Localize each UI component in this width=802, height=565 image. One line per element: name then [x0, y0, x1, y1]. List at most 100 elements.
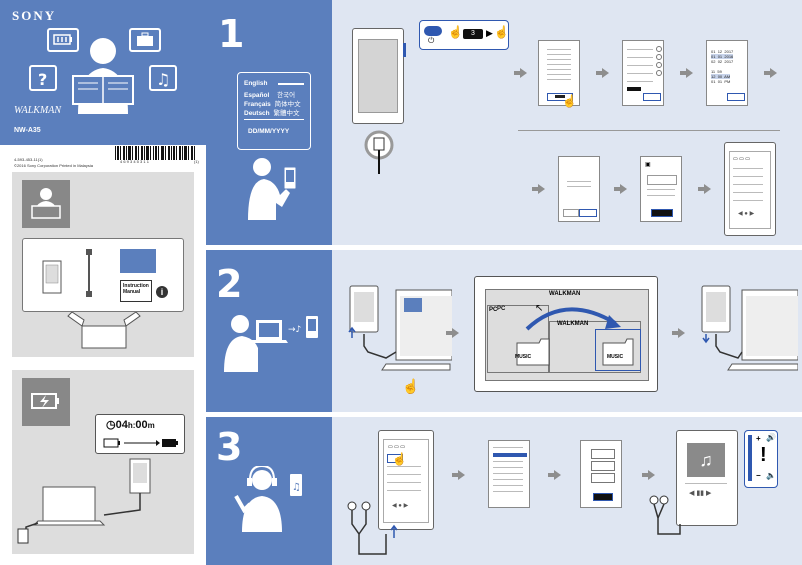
language-row-0: English [244, 80, 267, 87]
step3-number: 3 [216, 425, 243, 469]
tap-hand-icon: ☝ [562, 94, 577, 108]
flow-arrow [548, 470, 561, 480]
playback-controls: ◀ ▮▮ ▶ [689, 490, 712, 497]
album-art-music-note: ♫ [687, 443, 725, 477]
laptop-charging-illustration [17, 458, 151, 544]
arrow-icon: ▶ [486, 28, 493, 38]
hold-seconds-value: 3 [471, 30, 475, 37]
person-with-headphones-icon: ♫ [234, 466, 302, 532]
instruction-manual-thumbnail: Instruction Manual [120, 280, 152, 302]
drag-drop-screen: PC PC PC WALKMAN WALKMAN MUSIC MUSIC ↖ [474, 276, 658, 392]
charge-time-box: ◷04h:00m [95, 414, 185, 454]
language-row-3: Deutsch 繁體中文 [244, 110, 300, 117]
copyright: ©2016 Sony Corporation Printed in Malays… [14, 163, 93, 168]
song-list-screen [488, 440, 530, 508]
date-format: DD/MM/YYYY [248, 128, 290, 135]
cover-illustration: ? ♫ [29, 28, 177, 114]
walkman-window-label: WALKMAN [549, 291, 581, 297]
package-contents-box [22, 238, 184, 312]
battery-empty-to-full-icon [103, 438, 178, 448]
speaker-soft-icon: 🔈 [766, 471, 776, 480]
step3-player-home: ▭ ▭ ▭ ◀ ● ▶ [378, 430, 434, 530]
flow-arrow [680, 68, 693, 78]
flow-arrow [698, 184, 711, 194]
flow-arrow [764, 68, 777, 78]
model-name: NW-A35 [14, 127, 41, 134]
step3-headphones [649, 495, 681, 535]
language-bubble: English Español 한국어 Français 简体中文 Deutsc… [237, 72, 311, 150]
language-selected-bar [278, 83, 304, 85]
barcode [115, 146, 195, 160]
volume-plus: + [756, 434, 761, 443]
package-icon-tile [22, 180, 70, 228]
cursor-icon: ↖ [535, 303, 544, 314]
track-select-screen [580, 440, 622, 508]
music-folder-label-walkman: MUSIC [607, 354, 624, 360]
flow-arrow [642, 470, 655, 480]
language-english: English [244, 80, 268, 87]
license-screen [538, 40, 580, 106]
manual-label: Instruction Manual [123, 283, 149, 295]
drag-arrow [516, 307, 634, 366]
barcode-suffix: (1) [194, 159, 199, 164]
open-box-illustration [67, 312, 141, 349]
no-disassemble-icon [364, 130, 394, 174]
settings-list-screen [622, 40, 664, 106]
svg-text:?: ? [38, 70, 47, 89]
barcode-digits: 4 6 9 3 4 5 3 1 1 [120, 159, 149, 164]
walkman-folder-label: WALKMAN [557, 321, 589, 327]
pc-label-top: PC [489, 307, 498, 313]
flow-arrow [672, 328, 685, 338]
step2-disconnect-illustration [701, 285, 798, 371]
confirm-screen [558, 156, 600, 222]
flow-arrow [446, 328, 459, 338]
date-time-screen: 01 12 2017 01 01 2016 02 02 2017 11 59 1… [706, 40, 748, 106]
flow-arrow [596, 68, 609, 78]
volume-minus: − [756, 471, 761, 480]
power-button-callout: ⏻ ☝ 3 ▶ ☝ [419, 20, 509, 50]
flow-arrow [514, 68, 527, 78]
person-with-player-icon [248, 158, 297, 220]
power-icon: ⏻ [428, 36, 435, 45]
svg-text:♫: ♫ [292, 482, 301, 493]
press-hold-icon: ☝ [448, 25, 463, 39]
language-row-1: Español 한국어 [244, 92, 296, 99]
clock-icon: ◷ [106, 419, 116, 431]
hold-seconds-badge: 3 [463, 29, 483, 39]
step1-divider [518, 130, 780, 131]
now-playing-player: ♫ ◀ ▮▮ ▶ [676, 430, 738, 526]
person-with-laptop-icon: →♪ [224, 315, 318, 372]
reading-person-icon [31, 188, 61, 219]
step3-bar [206, 417, 332, 565]
step1-number: 1 [218, 12, 245, 56]
battery-icon-tile [22, 378, 70, 426]
flow-arrow [532, 184, 545, 194]
language-row-2: Français 简体中文 [244, 101, 301, 108]
headphones-cable-icon [347, 501, 398, 555]
press-release-icon: ☝ [494, 25, 509, 39]
info-icon: i [156, 286, 168, 298]
volume-callout: + 🔊 ! − 🔈 [744, 430, 778, 488]
home-screen-player: ▭ ▭ ▭ ◀ ● ▶ [724, 142, 776, 236]
part-number: 4-593-453-11(1) [14, 157, 43, 162]
svg-text:→♪: →♪ [288, 325, 301, 335]
time-rows: 11 59 12 00 AM 01 01 PM [711, 69, 731, 84]
setup-complete-screen: ▣ [640, 156, 682, 222]
double-click-hand-icon: ☝ [402, 378, 420, 394]
charging-battery-icon [31, 393, 59, 409]
exclamation-icon: ! [760, 444, 767, 466]
step2-number: 2 [216, 262, 243, 306]
pc-window-label: PC [497, 306, 506, 312]
charge-minutes: 00 [135, 419, 148, 431]
charge-hours-unit: h [127, 421, 133, 430]
charge-minutes-unit: m [147, 421, 155, 430]
step1-player [352, 28, 406, 124]
walkman-logo: WALKMAN [14, 105, 62, 116]
charge-hours: 04 [115, 419, 128, 431]
flow-arrow [452, 470, 465, 480]
date-rows: 01 12 2017 01 01 2016 02 02 2017 [711, 49, 734, 64]
quick-guide-thumbnail [120, 249, 156, 273]
sony-logo: SONY [12, 8, 57, 23]
flow-arrow [614, 184, 627, 194]
tap-music-hand-icon: ☝ [392, 452, 407, 466]
